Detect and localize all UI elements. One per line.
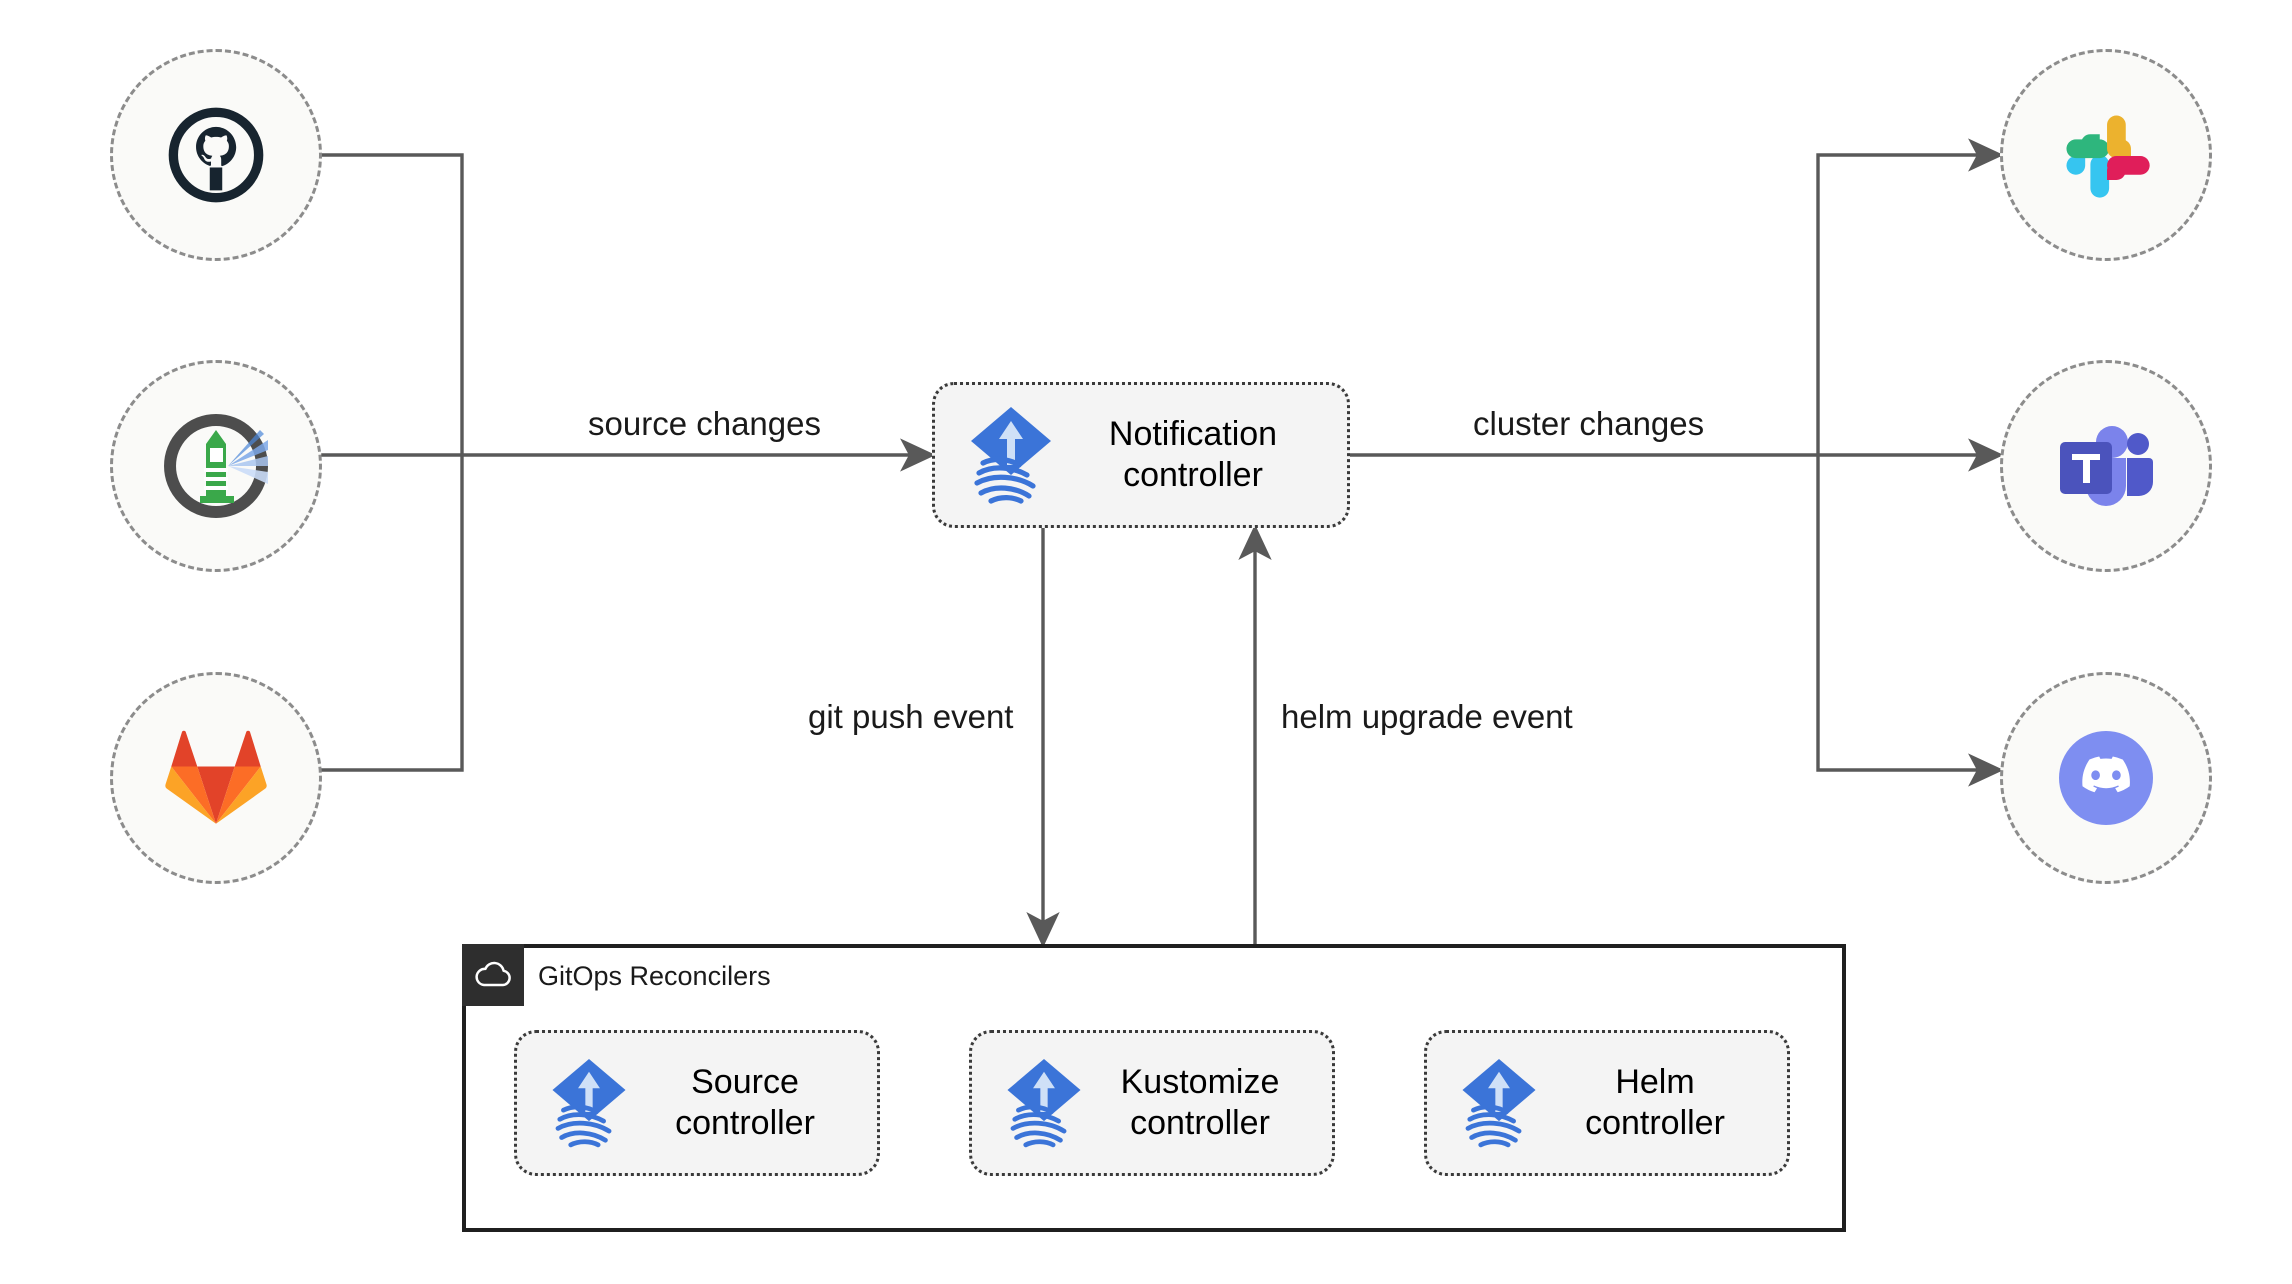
destination-node-discord[interactable] [2000,672,2212,884]
source-node-gitlab[interactable] [110,672,322,884]
flux-lighthouse-icon [164,413,268,519]
source-node-github[interactable] [110,49,322,261]
helm-controller-label: Helm controller [1585,1062,1725,1142]
flux-logo-icon [1457,1053,1541,1154]
discord-icon [2059,731,2153,825]
slack-icon [2066,115,2150,198]
edge-label-source-changes: source changes [578,405,831,443]
source-controller-node[interactable]: Source controller [514,1030,880,1176]
notification-controller-node[interactable]: Notification controller [932,382,1350,528]
edge-label-cluster-changes: cluster changes [1463,405,1715,443]
destination-node-teams[interactable] [2000,360,2212,572]
helm-controller-node[interactable]: Helm controller [1424,1030,1790,1176]
flux-logo-icon [965,401,1057,510]
cloud-icon [462,944,524,1006]
edge-label-git-push-event: git push event [798,698,1024,736]
gitops-reconcilers-title: GitOps Reconcilers [538,961,771,991]
destination-node-slack[interactable] [2000,49,2212,261]
edge-label-helm-upgrade-event: helm upgrade event [1271,698,1583,736]
notification-controller-label: Notification controller [1108,414,1278,494]
source-node-flux[interactable] [110,360,322,572]
kustomize-controller-node[interactable]: Kustomize controller [969,1030,1335,1176]
kustomize-controller-label: Kustomize controller [1120,1062,1280,1142]
flux-logo-icon [547,1053,631,1154]
flux-logo-icon [1002,1053,1086,1154]
source-controller-label: Source controller [675,1062,815,1142]
github-icon [168,107,264,203]
microsoft-teams-icon [2060,426,2153,506]
gitlab-icon [165,730,267,824]
